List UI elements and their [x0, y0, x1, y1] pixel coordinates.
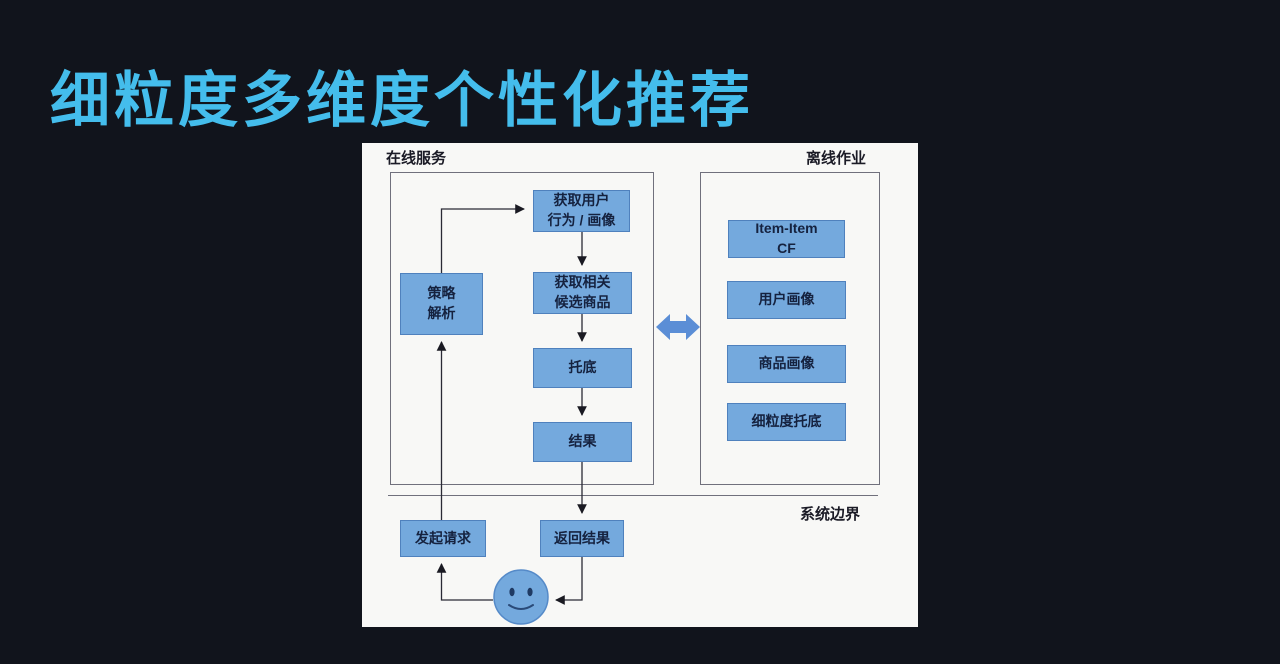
system-boundary-line [388, 495, 878, 496]
user-smiley-icon [493, 569, 549, 625]
node-fine-grained-fallback: 细粒度托底 [727, 403, 846, 441]
system-boundary-label: 系统边界 [800, 506, 861, 523]
node-initiate-request: 发起请求 [400, 520, 486, 557]
node-item-item-cf: Item-Item CF [728, 220, 845, 258]
diagram-panel: 在线服务 离线作业 系统边界 获取用户 行为 / 画像 获取相关 候选商品 托底… [362, 143, 918, 627]
offline-section-label: 离线作业 [806, 150, 867, 167]
sync-arrow-icon [656, 314, 700, 340]
online-section-border [390, 172, 654, 485]
offline-section-border [700, 172, 880, 485]
node-return-result: 返回结果 [540, 520, 624, 557]
node-get-candidates: 获取相关 候选商品 [533, 272, 632, 314]
node-product-profile: 商品画像 [727, 345, 846, 383]
node-strategy-parse: 策略 解析 [400, 273, 483, 335]
node-fallback: 托底 [533, 348, 632, 388]
node-get-user-behavior: 获取用户 行为 / 画像 [533, 190, 630, 232]
online-section-label: 在线服务 [386, 150, 447, 167]
node-user-profile: 用户画像 [727, 281, 846, 319]
page-title: 细粒度多维度个性化推荐 [50, 67, 754, 134]
node-result: 结果 [533, 422, 632, 462]
